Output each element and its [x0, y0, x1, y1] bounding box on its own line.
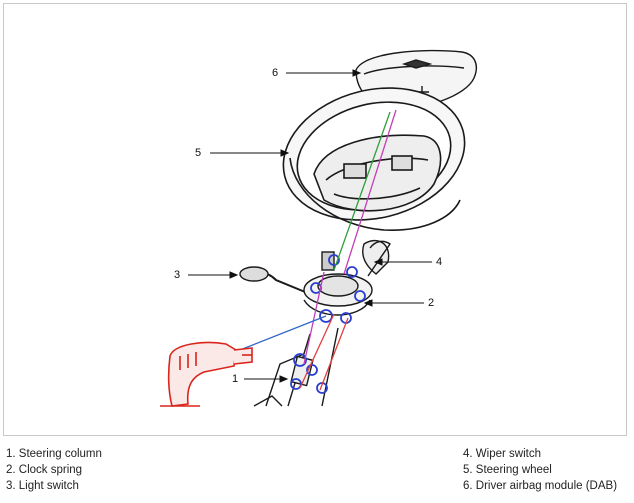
column-assembly	[239, 239, 391, 407]
legend-right-column: 4. Wiper switch 5. Steering wheel 6. Dri…	[463, 446, 617, 494]
legend-left-column: 1. Steering column 2. Clock spring 3. Li…	[6, 446, 102, 494]
green-guide-line	[333, 111, 391, 271]
legend-item: 5. Steering wheel	[463, 464, 552, 476]
magenta-guide-line	[343, 109, 397, 275]
legend-item: 3. Light switch	[6, 480, 79, 492]
assembly-guide-lines	[239, 109, 397, 391]
callout-5: 5	[195, 147, 202, 159]
legend-item: 6. Driver airbag module (DAB)	[463, 480, 618, 492]
callout-1: 1	[232, 373, 239, 385]
leader-lines	[188, 69, 432, 383]
callout-2: 2	[428, 297, 435, 309]
callout-6: 6	[272, 67, 279, 79]
exploded-view-drawing	[160, 49, 478, 407]
legend-item: 2. Clock spring	[6, 464, 83, 476]
mounting-bolts	[290, 254, 366, 394]
diagram-frame: 6 5 3 4 2 1	[3, 3, 627, 436]
power-drill	[160, 341, 253, 407]
legend-item: 4. Wiper switch	[463, 448, 541, 460]
blue-guide-line	[239, 315, 327, 351]
callout-4: 4	[436, 256, 443, 268]
legend-item: 1. Steering column	[6, 448, 102, 460]
red-guide-line	[319, 317, 349, 391]
parts-legend: 1. Steering column 2. Clock spring 3. Li…	[0, 446, 634, 503]
callout-3: 3	[174, 269, 181, 281]
